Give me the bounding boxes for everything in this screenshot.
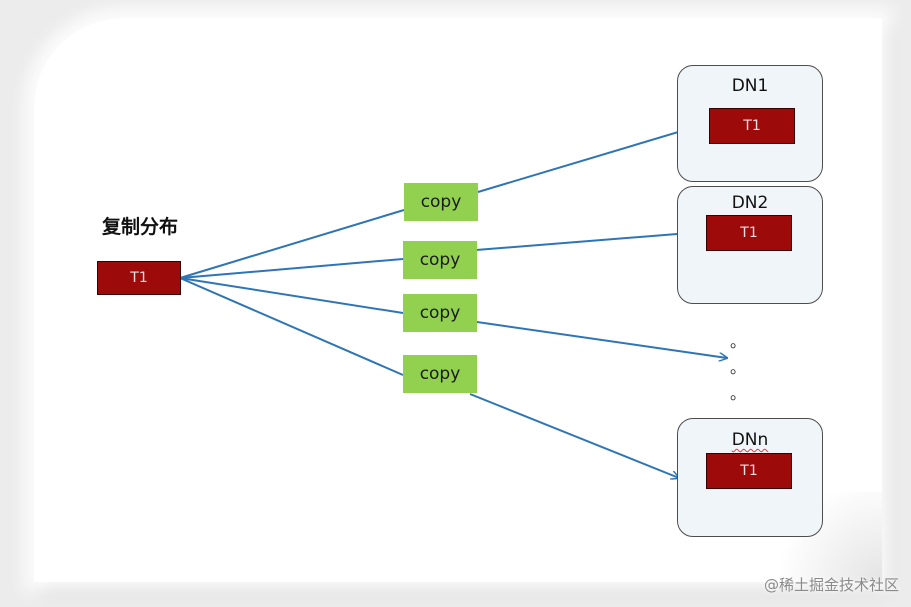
copy-box-4: copy (403, 355, 477, 393)
data-node-dn2: DN2 T1 (677, 186, 823, 304)
arrow-source-to-copy-4 (179, 277, 404, 376)
copy-box-2: copy (403, 241, 477, 279)
arrow-copy-3-to-ellipsis (476, 321, 727, 358)
ellipsis-dot: 。 (730, 384, 747, 403)
arrow-copy-1-to-dn1 (477, 124, 705, 193)
source-table-t1: T1 (97, 261, 181, 295)
ellipsis-dot: 。 (730, 332, 747, 351)
data-node-table: T1 (709, 108, 795, 144)
ellipsis-dot: 。 (730, 358, 747, 377)
data-node-dn1: DN1 T1 (677, 65, 823, 182)
data-node-table: T1 (706, 215, 792, 251)
diagram-title: 复制分布 (102, 216, 179, 238)
copy-box-3: copy (403, 294, 477, 332)
data-node-label: DN2 (731, 193, 769, 213)
arrow-source-to-copy-1 (179, 209, 405, 279)
arrow-source-to-copy-2 (179, 258, 404, 279)
arrow-source-to-copy-3 (179, 277, 404, 314)
copy-box-1: copy (404, 183, 478, 221)
data-node-label: DNn (731, 430, 769, 450)
data-node-table: T1 (706, 453, 792, 489)
data-node-dnn: DNn T1 (677, 418, 823, 537)
arrow-copy-2-to-dn2 (475, 232, 702, 251)
data-node-label: DN1 (731, 76, 769, 96)
watermark: @稀土掘金技术社区 (763, 576, 899, 594)
arrow-copy-4-to-dnn (469, 393, 679, 478)
